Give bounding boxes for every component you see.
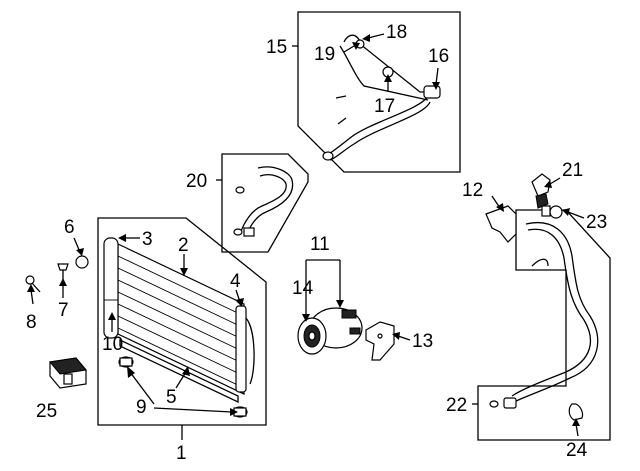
valve-parts: [531, 173, 563, 219]
compressor: [297, 259, 363, 355]
callout-24: 24: [566, 440, 588, 461]
callout-12: 12: [462, 180, 483, 201]
discharge-hose-group: [216, 153, 309, 253]
bolt-head-part-8: [25, 275, 35, 285]
liquid-line-group: [472, 205, 611, 441]
callout-19: 19: [314, 44, 335, 65]
callout-18: 18: [386, 22, 407, 43]
callout-15: 15: [266, 37, 287, 58]
condenser-group-outline: [97, 217, 267, 426]
callout-16: 16: [428, 46, 449, 67]
bracket-part-13: [365, 321, 395, 361]
callout-11: 11: [310, 234, 330, 255]
bolt-a: [335, 95, 347, 99]
callout-14: 14: [292, 278, 314, 299]
valve-core-23: [549, 205, 563, 219]
callout-8: 8: [26, 312, 37, 333]
cap-part-6: [75, 255, 89, 269]
callout-17: 17: [374, 96, 395, 117]
leader-lines: [27, 33, 585, 437]
clip-part-7: [57, 263, 69, 271]
receiver-drier: [103, 237, 119, 339]
condenser-fins: [117, 255, 245, 389]
condenser-outlet-pipe: [245, 317, 255, 385]
callout-3: 3: [142, 229, 153, 250]
callout-23: 23: [586, 212, 607, 233]
callout-20: 20: [186, 171, 207, 192]
callout-5: 5: [166, 387, 177, 408]
clip-part-24: [568, 403, 584, 421]
callout-22: 22: [446, 395, 467, 416]
callout-10: 10: [102, 334, 123, 355]
discharge-hose-outline: [221, 153, 309, 253]
condenser-side-tank: [235, 305, 247, 393]
callout-4: 4: [230, 271, 241, 292]
callout-7: 7: [58, 300, 69, 321]
fasteners: [25, 255, 89, 293]
liquid-line-tube: [513, 222, 599, 403]
callout-1: 1: [176, 443, 187, 464]
condenser-group: [97, 217, 267, 440]
callout-25: 25: [36, 401, 57, 422]
pressure-switch-part-25: [49, 357, 87, 389]
callout-labels: 1 2 3 4 5 6 7 8 9 10 11 12 13 14 15 16 1…: [26, 22, 607, 464]
callout-2: 2: [178, 235, 189, 256]
callout-13: 13: [412, 331, 433, 352]
callout-6: 6: [64, 217, 75, 238]
liquid-line-outline: [477, 209, 611, 441]
hose-group-outline: [297, 11, 461, 173]
discharge-hose-tube: [245, 166, 294, 237]
hose-fitting-16: [423, 85, 441, 99]
condenser-lower-rail: [119, 338, 239, 404]
hose-lower-tube: [325, 95, 429, 157]
bracket-part-12: [485, 205, 517, 243]
callout-9: 9: [136, 397, 147, 418]
callout-21: 21: [562, 160, 583, 181]
bolt-b: [337, 117, 347, 125]
